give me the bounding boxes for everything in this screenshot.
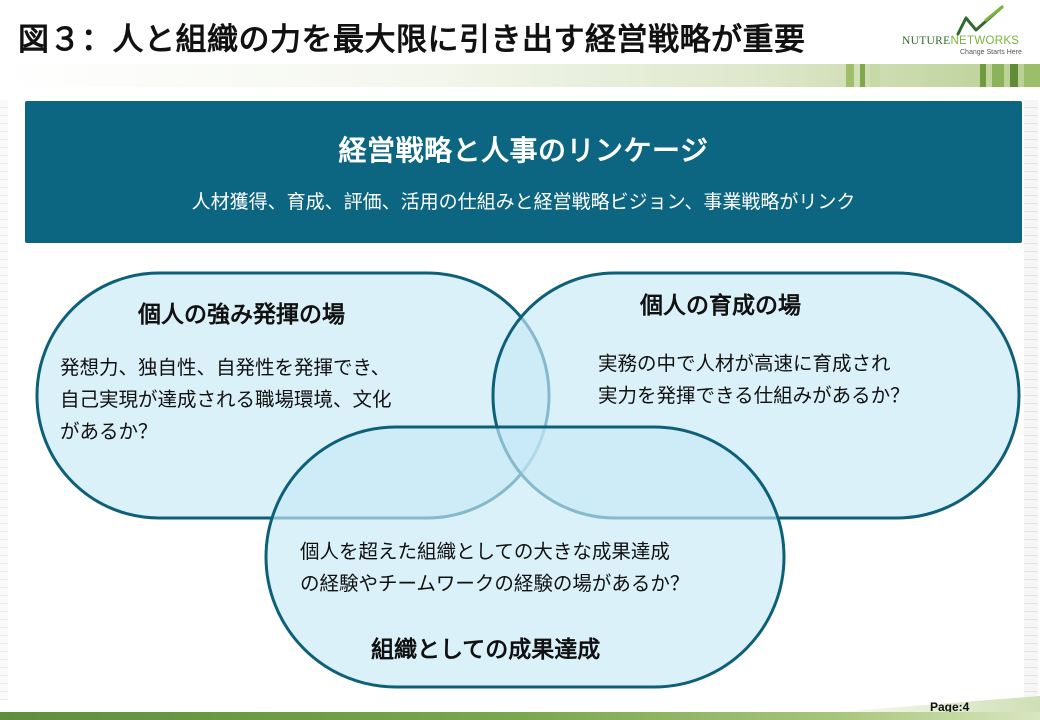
left-ruler	[0, 100, 8, 700]
band-stripe	[870, 64, 880, 87]
logo-wordmark: NUTURENETWORKS	[902, 35, 1019, 47]
logo-check-icon	[956, 5, 1004, 36]
results-description: 個人を超えた組織としての大きな成果達成 の経験やチームワークの経験の場があるか？	[300, 536, 689, 600]
slide-title: 図３：人と組織の力を最大限に引き出す経営戦略が重要	[18, 22, 806, 58]
strength-line: があるか？	[60, 420, 158, 443]
strength-description: 発想力、独自性、自発性を発揮でき、 自己実現が達成される職場環境、文化 があるか…	[60, 352, 392, 448]
venn-shape-organizational-results	[264, 425, 786, 689]
company-logo: NUTURENETWORKS Change Starts Here	[900, 4, 1035, 64]
results-line: の経験やチームワークの経験の場があるか？	[300, 572, 690, 595]
logo-word-nuture: NUTURE	[902, 35, 951, 47]
linkage-banner: 経営戦略と人事のリンケージ 人材獲得、育成、評価、活用の仕組みと経営戦略ビジョン…	[25, 101, 1022, 243]
logo-tagline: Change Starts Here	[960, 49, 1022, 56]
logo-word-networks: NETWORKS	[950, 35, 1020, 47]
band-stripe	[992, 64, 1004, 87]
linkage-subtitle: 人材獲得、育成、評価、活用の仕組みと経営戦略ビジョン、事業戦略がリンク	[191, 191, 856, 213]
header-band	[0, 64, 1040, 87]
band-stripe	[846, 64, 854, 87]
band-stripe	[980, 64, 986, 87]
linkage-title: 経営戦略と人事のリンケージ	[338, 134, 709, 167]
band-stripe	[860, 64, 865, 87]
strength-heading: 個人の強み発揮の場	[138, 302, 345, 328]
growth-line: 実力を発揮できる仕組みがあるか？	[598, 384, 910, 407]
results-heading: 組織としての成果達成	[371, 637, 601, 663]
results-line: 個人を超えた組織としての大きな成果達成	[300, 540, 670, 563]
strength-line: 発想力、独自性、自発性を発揮でき、	[60, 356, 391, 379]
growth-heading: 個人の育成の場	[640, 293, 801, 319]
right-ruler	[1024, 100, 1038, 700]
band-stripe	[1024, 64, 1040, 87]
growth-line: 実務の中で人材が高速に育成され	[598, 352, 891, 375]
footer-line	[0, 712, 1040, 720]
page-number: Page:4	[930, 700, 970, 714]
growth-description: 実務の中で人材が高速に育成され 実力を発揮できる仕組みがあるか？	[598, 348, 910, 412]
strength-line: 自己実現が達成される職場環境、文化	[60, 388, 392, 411]
band-stripe	[1010, 64, 1018, 87]
